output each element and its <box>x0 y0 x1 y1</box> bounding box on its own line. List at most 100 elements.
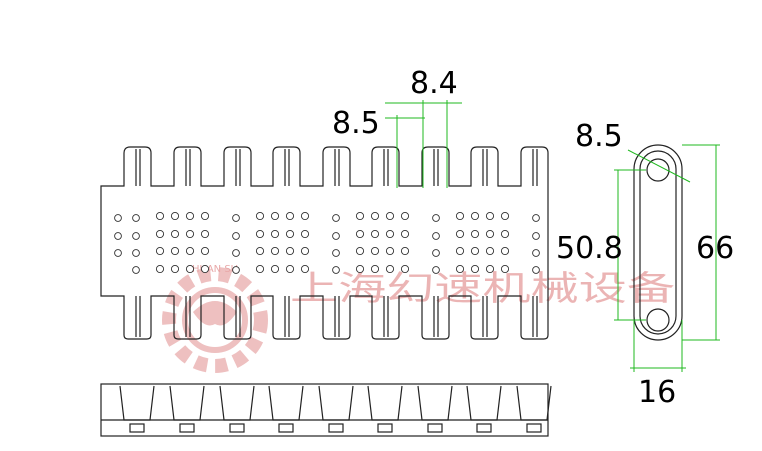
belt-hole <box>485 246 495 256</box>
belt-hole <box>532 249 540 257</box>
section-segment-foot <box>328 423 344 433</box>
belt-hole <box>170 246 180 256</box>
belt-hole <box>300 246 310 256</box>
belt-hole <box>255 211 265 221</box>
belt-hole <box>255 264 265 274</box>
section-segments <box>101 385 552 433</box>
section-segment <box>417 385 453 421</box>
section-outline <box>100 383 549 437</box>
belt-hole <box>455 264 465 274</box>
belt-hole <box>470 246 480 256</box>
belt-hole <box>155 264 165 274</box>
belt-hole <box>300 211 310 221</box>
belt-hole <box>170 264 180 274</box>
belt-hole <box>532 214 540 222</box>
belt-hole <box>114 249 122 257</box>
belt-hole <box>400 246 410 256</box>
belt-hole <box>370 246 380 256</box>
belt-hole <box>200 246 210 256</box>
belt-hole <box>300 229 310 239</box>
chain-link-view <box>633 144 683 341</box>
section-segment-foot <box>377 423 393 433</box>
section-segment <box>466 385 502 421</box>
dimension-labels: 8.4 8.5 8.5 50.8 66 16 <box>332 66 734 410</box>
belt-hole <box>200 264 210 274</box>
belt-hole <box>355 229 365 239</box>
belt-hole <box>355 264 365 274</box>
belt-hole <box>470 264 480 274</box>
watermark-pinyin: HUAN SU <box>192 264 238 275</box>
belt-hole <box>300 264 310 274</box>
belt-hole <box>385 229 395 239</box>
belt-hole <box>500 246 510 256</box>
belt-hole <box>155 229 165 239</box>
belt-hole <box>200 211 210 221</box>
belt-hole <box>255 229 265 239</box>
section-segment-foot <box>179 423 195 433</box>
belt-hole <box>355 211 365 221</box>
belt-hole <box>285 229 295 239</box>
belt-hole <box>132 214 140 222</box>
belt-hole <box>270 264 280 274</box>
watermark-gear-icon <box>162 267 268 373</box>
belt-hole <box>455 229 465 239</box>
dim-label-hole-diameter: 8.5 <box>575 119 623 154</box>
belt-hole <box>200 229 210 239</box>
section-segment <box>119 385 155 421</box>
belt-hole <box>185 211 195 221</box>
belt-hole <box>270 246 280 256</box>
belt-hole <box>385 211 395 221</box>
dimension-lines <box>385 100 720 372</box>
belt-hole <box>432 214 440 222</box>
belt-hole <box>270 229 280 239</box>
section-segment-foot <box>278 423 294 433</box>
belt-hole <box>232 232 240 240</box>
belt-hole <box>270 211 280 221</box>
belt-hole <box>485 211 495 221</box>
section-segment-foot <box>129 423 145 433</box>
belt-hole <box>332 249 340 257</box>
section-segment <box>169 385 205 421</box>
belt-hole <box>185 246 195 256</box>
belt-hole <box>155 246 165 256</box>
belt-hole <box>470 211 480 221</box>
dim-label-pitch: 50.8 <box>556 231 623 266</box>
belt-hole <box>114 214 122 222</box>
belt-hole <box>232 266 240 274</box>
section-segment <box>367 385 403 421</box>
belt-hole <box>485 229 495 239</box>
belt-hole <box>170 211 180 221</box>
belt-hole <box>532 232 540 240</box>
belt-hole <box>370 264 380 274</box>
belt-hole <box>432 249 440 257</box>
belt-front-view <box>100 146 549 340</box>
belt-hole <box>332 232 340 240</box>
belt-hole <box>232 249 240 257</box>
section-segment-foot <box>476 423 492 433</box>
belt-side-section-view <box>100 383 552 437</box>
belt-hole-pattern <box>114 211 540 274</box>
section-segment <box>219 385 255 421</box>
link-inner-outline <box>639 150 677 335</box>
belt-hole <box>370 229 380 239</box>
section-segment-foot <box>427 423 443 433</box>
belt-hole <box>332 214 340 222</box>
section-segment-foot <box>526 423 542 433</box>
belt-hole <box>400 229 410 239</box>
belt-hole <box>285 246 295 256</box>
belt-hole <box>385 264 395 274</box>
belt-hole <box>400 264 410 274</box>
section-segment <box>268 385 304 421</box>
belt-hole <box>155 211 165 221</box>
belt-hole <box>470 229 480 239</box>
belt-hole <box>132 232 140 240</box>
belt-hole <box>332 266 340 274</box>
link-outline <box>633 144 683 341</box>
section-segment <box>516 385 552 421</box>
section-segment <box>318 385 354 421</box>
belt-hole <box>170 229 180 239</box>
section-segment-foot <box>229 423 245 433</box>
dim-label-tooth-width: 8.5 <box>332 106 380 141</box>
belt-hole <box>455 246 465 256</box>
